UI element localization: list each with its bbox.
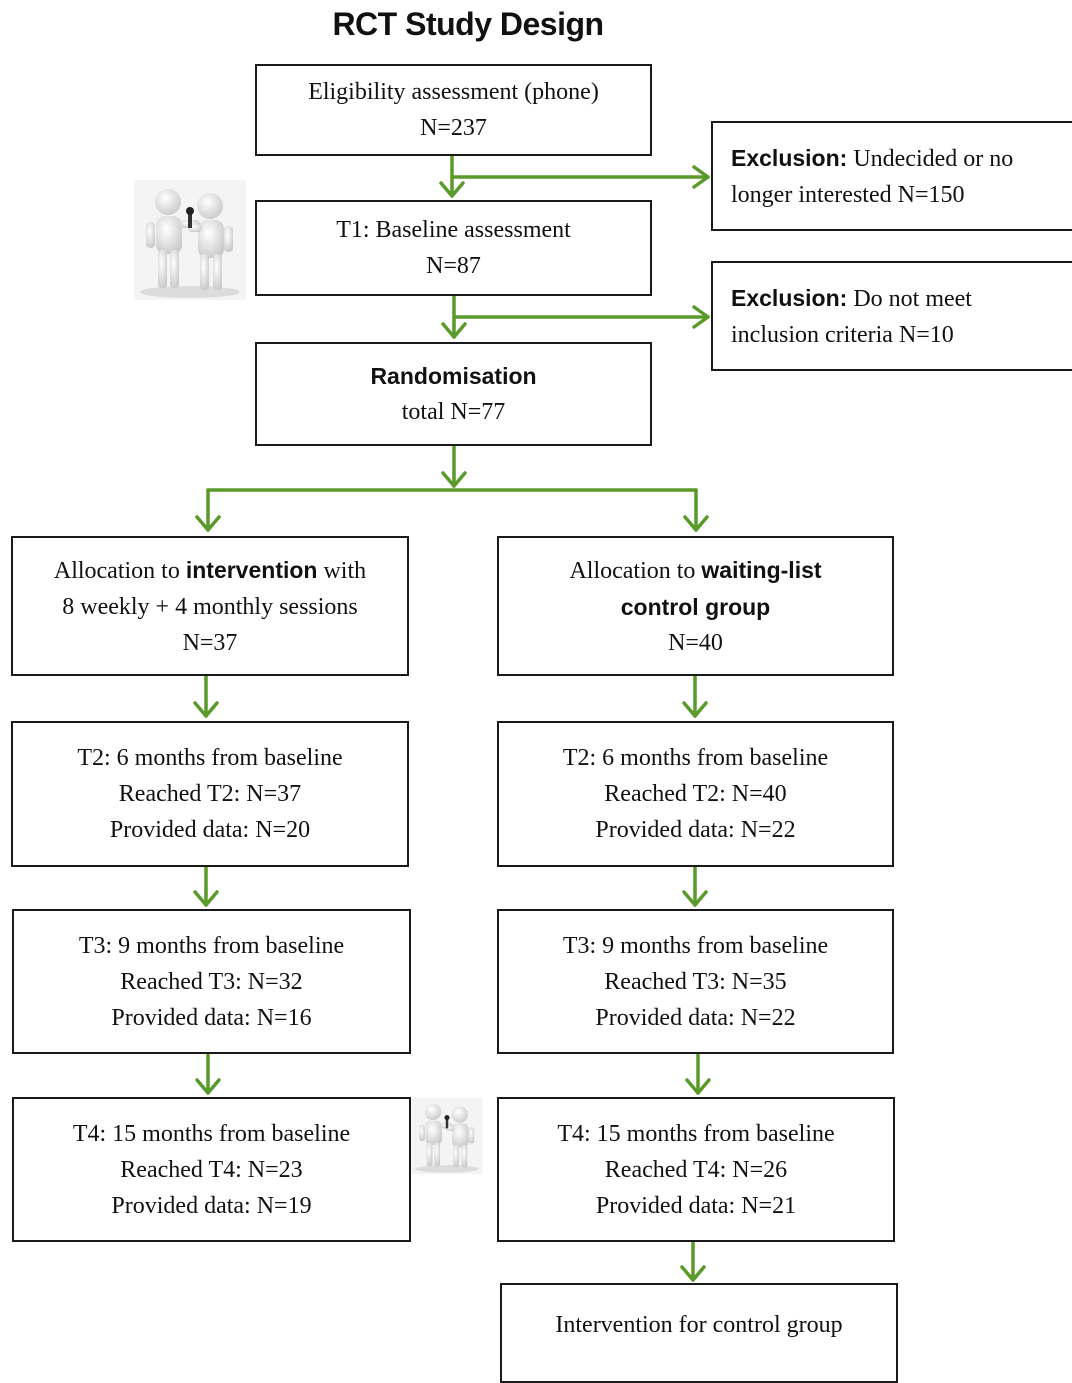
t2-control-box: T2: 6 months from baseline Reached T2: N… (497, 721, 894, 867)
control-intervention-box: Intervention for control group (500, 1283, 898, 1383)
diagram-title: RCT Study Design (332, 6, 604, 42)
exclusion2-box: Exclusion: Do not meet inclusion criteri… (711, 261, 1072, 371)
allocation-control-box: Allocation to waiting-list control group… (497, 536, 894, 676)
t4-control-box: T4: 15 months from baseline Reached T4: … (497, 1097, 895, 1242)
people-figures-icon (134, 180, 246, 300)
eligibility-box: Eligibility assessment (phone) N=237 (255, 64, 652, 156)
t4-intervention-box: T4: 15 months from baseline Reached T4: … (12, 1097, 411, 1242)
people-figures-small-icon (411, 1098, 483, 1174)
randomisation-box: Randomisation total N=77 (255, 342, 652, 446)
allocation-intervention-box: Allocation to intervention with 8 weekly… (11, 536, 409, 676)
exclusion1-box: Exclusion: Undecided or no longer intere… (711, 121, 1072, 231)
t2-intervention-box: T2: 6 months from baseline Reached T2: N… (11, 721, 409, 867)
baseline-box: T1: Baseline assessment N=87 (255, 200, 652, 296)
t3-intervention-box: T3: 9 months from baseline Reached T3: N… (12, 909, 411, 1054)
t3-control-box: T3: 9 months from baseline Reached T3: N… (497, 909, 894, 1054)
